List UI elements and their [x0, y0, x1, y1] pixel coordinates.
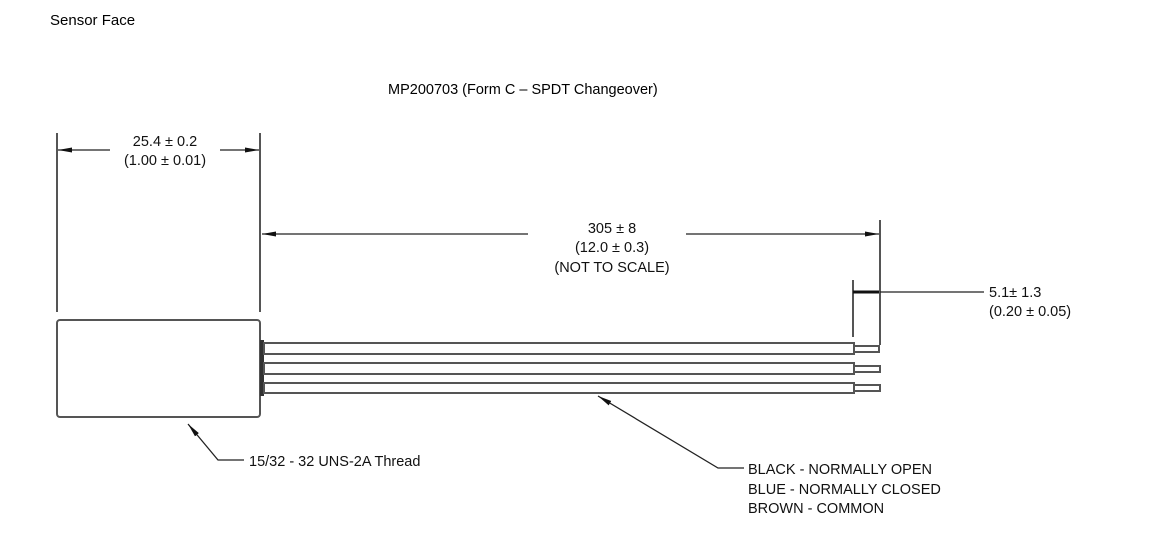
thread-callout: 15/32 - 32 UNS-2A Thread	[187, 423, 420, 470]
body-length-metric: 25.4 ± 0.2	[133, 134, 197, 150]
thread-label: 15/32 - 32 UNS-2A Thread	[249, 454, 420, 470]
wire-leads	[263, 342, 881, 394]
lead-length-metric: 305 ± 8	[588, 221, 636, 237]
section-label: Sensor Face	[50, 12, 136, 29]
lead-length-imperial: (12.0 ± 0.3)	[575, 240, 649, 256]
drawing-title: MP200703 (Form C – SPDT Changeover)	[388, 82, 658, 98]
sensor-body	[56, 319, 264, 418]
strip-length-metric: 5.1± 1.3	[989, 285, 1041, 301]
lead-length-dimension: 305 ± 8 (12.0 ± 0.3) (NOT TO SCALE)	[262, 220, 881, 345]
wire-label-black: BLACK - NORMALLY OPEN	[748, 462, 932, 478]
strip-length-dimension: 5.1± 1.3 (0.20 ± 0.05)	[852, 280, 1071, 337]
lead-length-note: (NOT TO SCALE)	[554, 260, 669, 276]
body-length-imperial: (1.00 ± 0.01)	[124, 153, 206, 169]
wire-callout: BLACK - NORMALLY OPEN BLUE - NORMALLY CL…	[597, 395, 941, 517]
wire-label-brown: BROWN - COMMON	[748, 501, 884, 517]
body-length-dimension: 25.4 ± 0.2 (1.00 ± 0.01)	[56, 133, 261, 312]
strip-length-imperial: (0.20 ± 0.05)	[989, 304, 1071, 320]
wire-label-blue: BLUE - NORMALLY CLOSED	[748, 482, 941, 498]
